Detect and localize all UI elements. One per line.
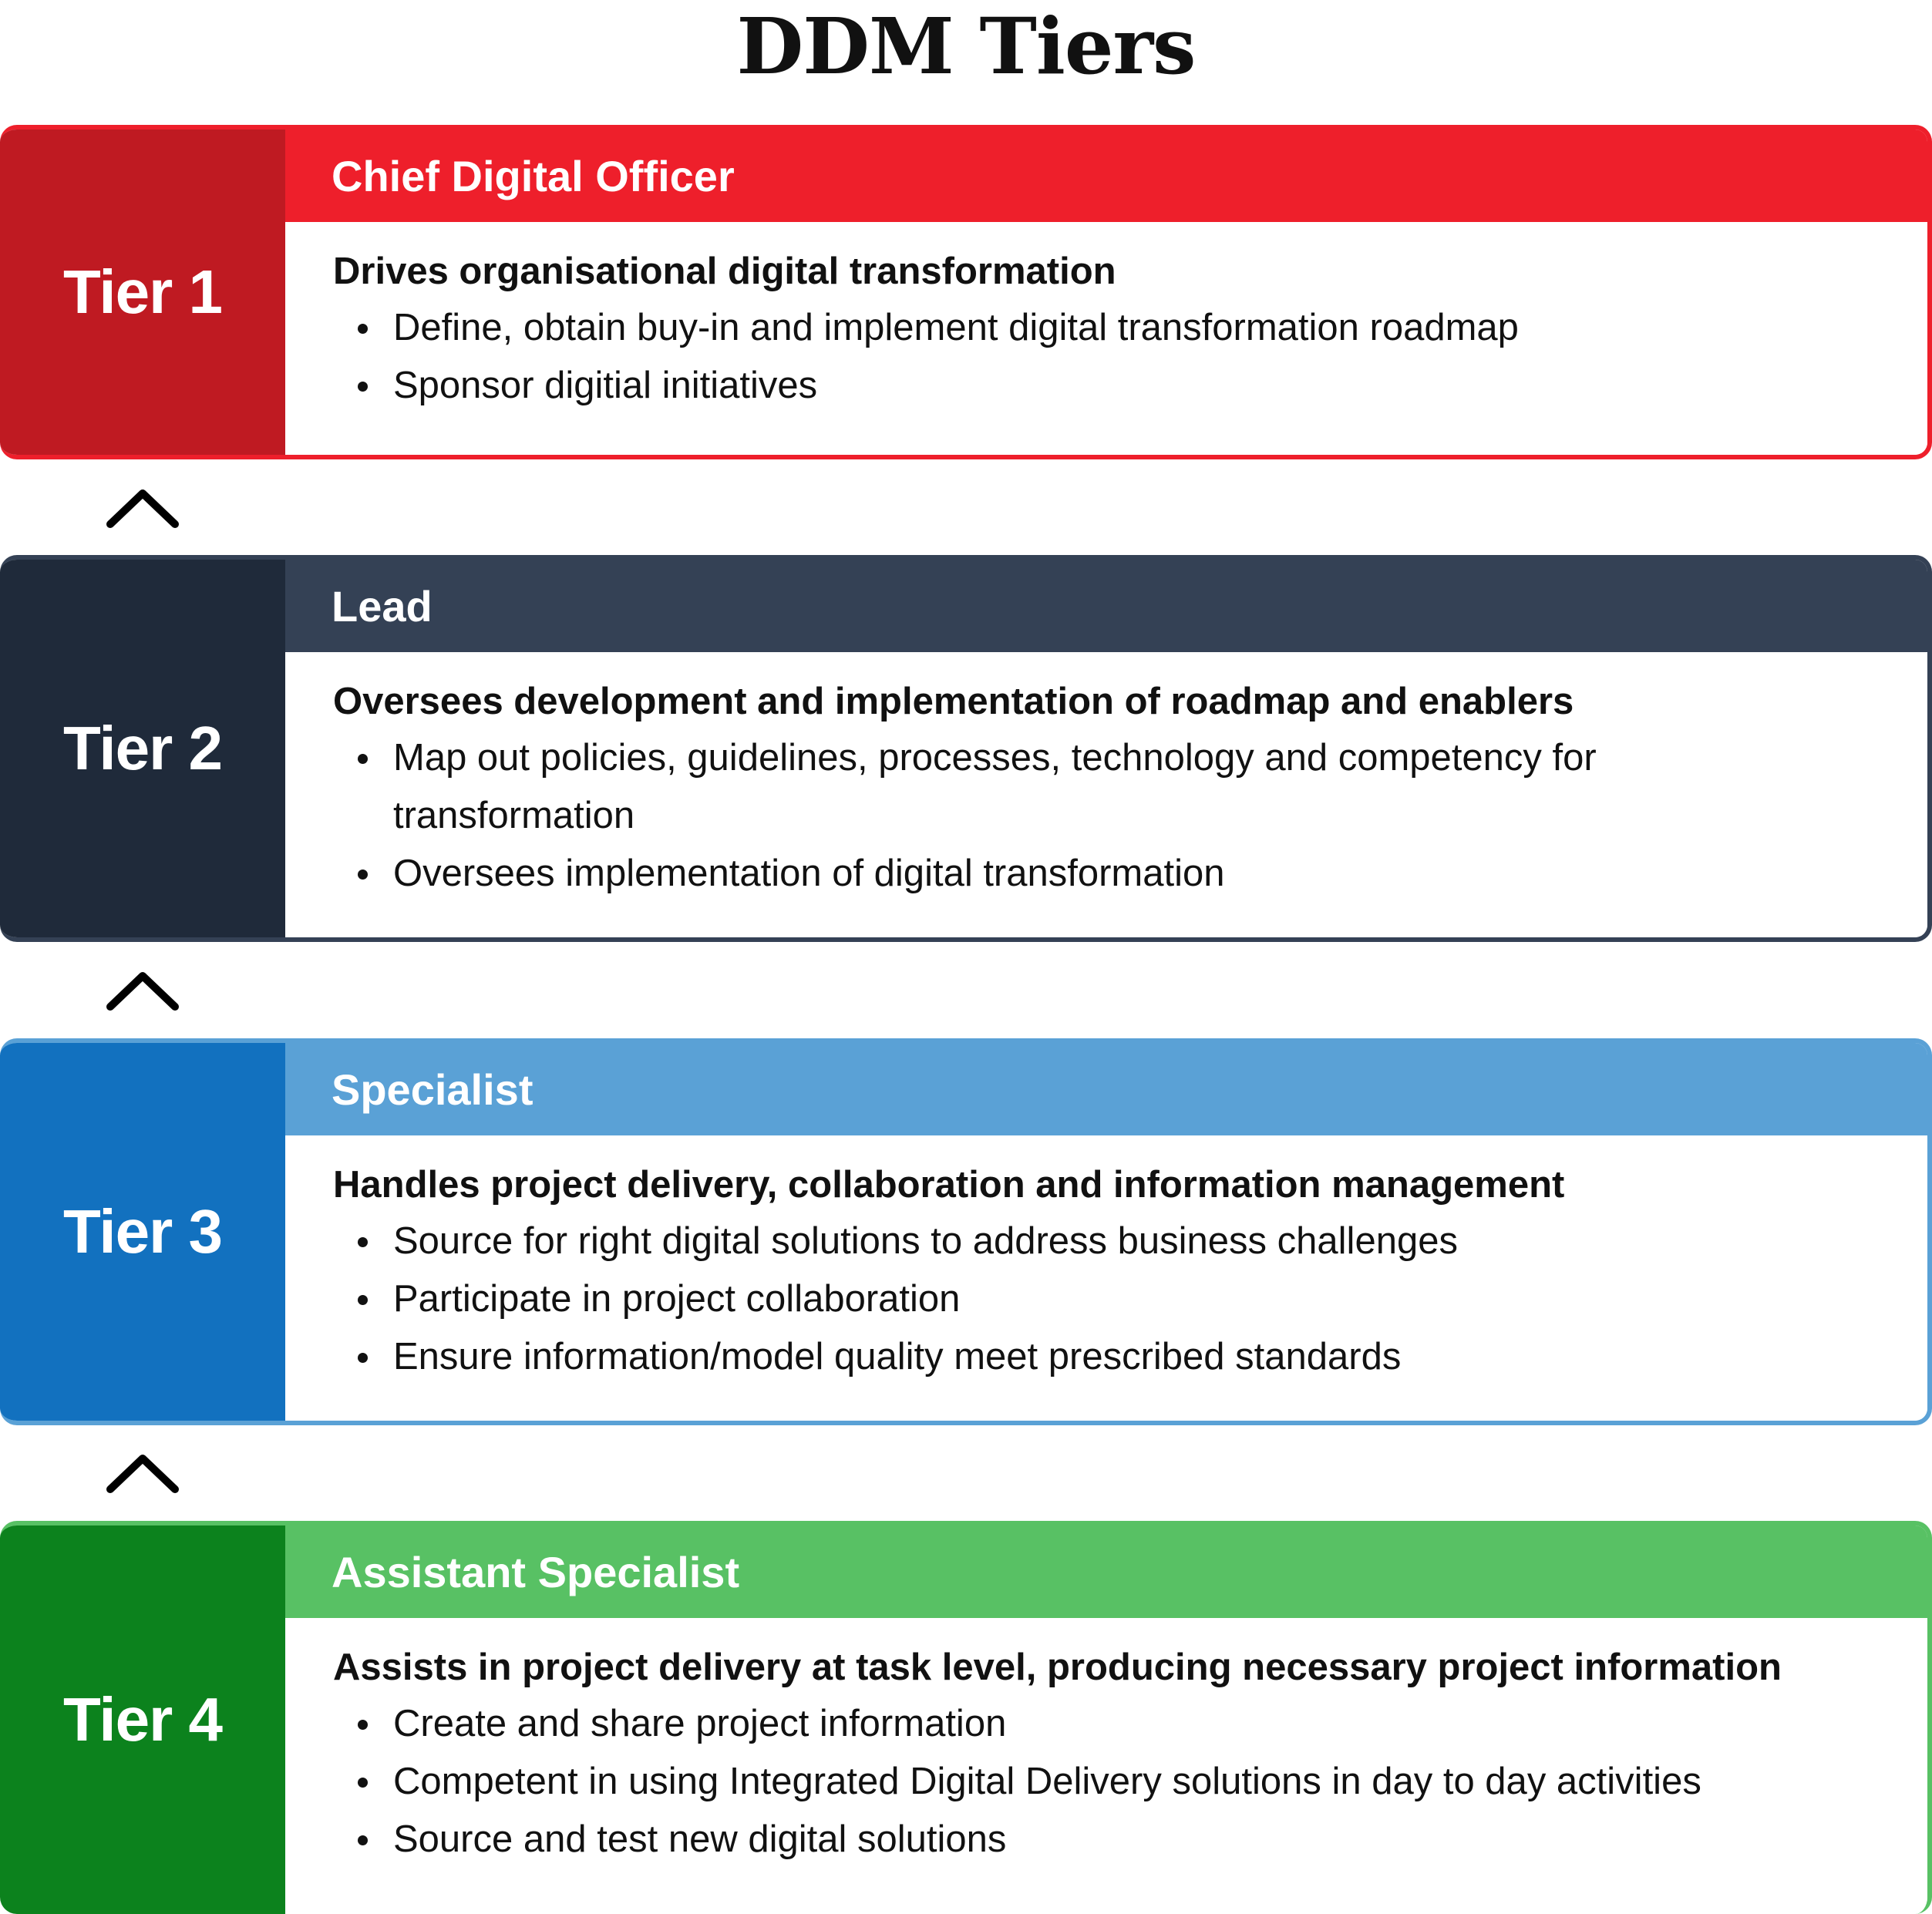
tier-2-header: Lead <box>285 560 1927 652</box>
tier-1-card: Tier 1 Chief Digital Officer Drives orga… <box>0 125 1932 459</box>
tier-4-role: Assistant Specialist <box>332 1547 740 1596</box>
tier-2-points: Map out policies, guidelines, processes,… <box>333 729 1881 903</box>
tier-1-point: Sponsor digitial initiatives <box>333 357 1750 415</box>
chevron-up-icon <box>106 972 179 1011</box>
tier-4-points: Create and share project information Com… <box>333 1695 1881 1869</box>
tier-1-label-panel: Tier 1 <box>0 130 285 455</box>
page-title: DDM Tiers <box>736 1 1197 92</box>
tier-2-body: Oversees development and implementation … <box>285 652 1927 937</box>
tier-4-label: Tier 4 <box>63 1685 223 1754</box>
tier-2-card: Tier 2 Lead Oversees development and imp… <box>0 555 1932 942</box>
tier-3-point: Source for right digital solutions to ad… <box>333 1213 1750 1270</box>
tier-3-card: Tier 3 Specialist Handles project delive… <box>0 1038 1932 1425</box>
tier-3-role: Specialist <box>332 1065 533 1114</box>
tier-4-card: Tier 4 Assistant Specialist Assists in p… <box>0 1521 1932 1914</box>
tier-4-point: Competent in using Integrated Digital De… <box>333 1753 1750 1811</box>
chevron-up-icon <box>106 1455 179 1493</box>
tier-4-label-panel: Tier 4 <box>0 1525 285 1914</box>
chevron-up-icon <box>106 489 179 528</box>
tier-4-point: Source and test new digital solutions <box>333 1811 1750 1869</box>
tier-1-role: Chief Digital Officer <box>332 151 735 200</box>
tier-1-points: Define, obtain buy-in and implement digi… <box>333 299 1881 415</box>
tier-2-role: Lead <box>332 581 433 631</box>
tier-3-label-panel: Tier 3 <box>0 1043 285 1421</box>
tier-3-points: Source for right digital solutions to ad… <box>333 1213 1881 1386</box>
tier-3-point: Ensure information/model quality meet pr… <box>333 1328 1750 1386</box>
tier-1-summary: Drives organisational digital transforma… <box>333 251 1116 292</box>
tier-3-body: Handles project delivery, collaboration … <box>285 1135 1927 1421</box>
tier-1-header: Chief Digital Officer <box>285 130 1927 222</box>
tier-4-point: Create and share project information <box>333 1695 1750 1753</box>
tier-3-point: Participate in project collaboration <box>333 1270 1750 1328</box>
tier-4-body: Assists in project delivery at task leve… <box>285 1618 1927 1914</box>
tier-2-label: Tier 2 <box>63 714 223 782</box>
tier-3-label: Tier 3 <box>63 1197 223 1266</box>
tier-2-point: Map out policies, guidelines, processes,… <box>333 729 1750 845</box>
tier-3-summary: Handles project delivery, collaboration … <box>333 1164 1565 1206</box>
tier-3-header: Specialist <box>285 1043 1927 1135</box>
tier-4-summary: Assists in project delivery at task leve… <box>333 1647 1782 1688</box>
tier-2-point: Oversees implementation of digital trans… <box>333 845 1750 903</box>
tier-2-label-panel: Tier 2 <box>0 560 285 937</box>
tier-2-summary: Oversees development and implementation … <box>333 681 1574 722</box>
tier-4-header: Assistant Specialist <box>285 1525 1927 1618</box>
tier-1-label: Tier 1 <box>63 257 223 326</box>
tier-1-point: Define, obtain buy-in and implement digi… <box>333 299 1750 357</box>
tier-1-body: Drives organisational digital transforma… <box>285 222 1927 455</box>
